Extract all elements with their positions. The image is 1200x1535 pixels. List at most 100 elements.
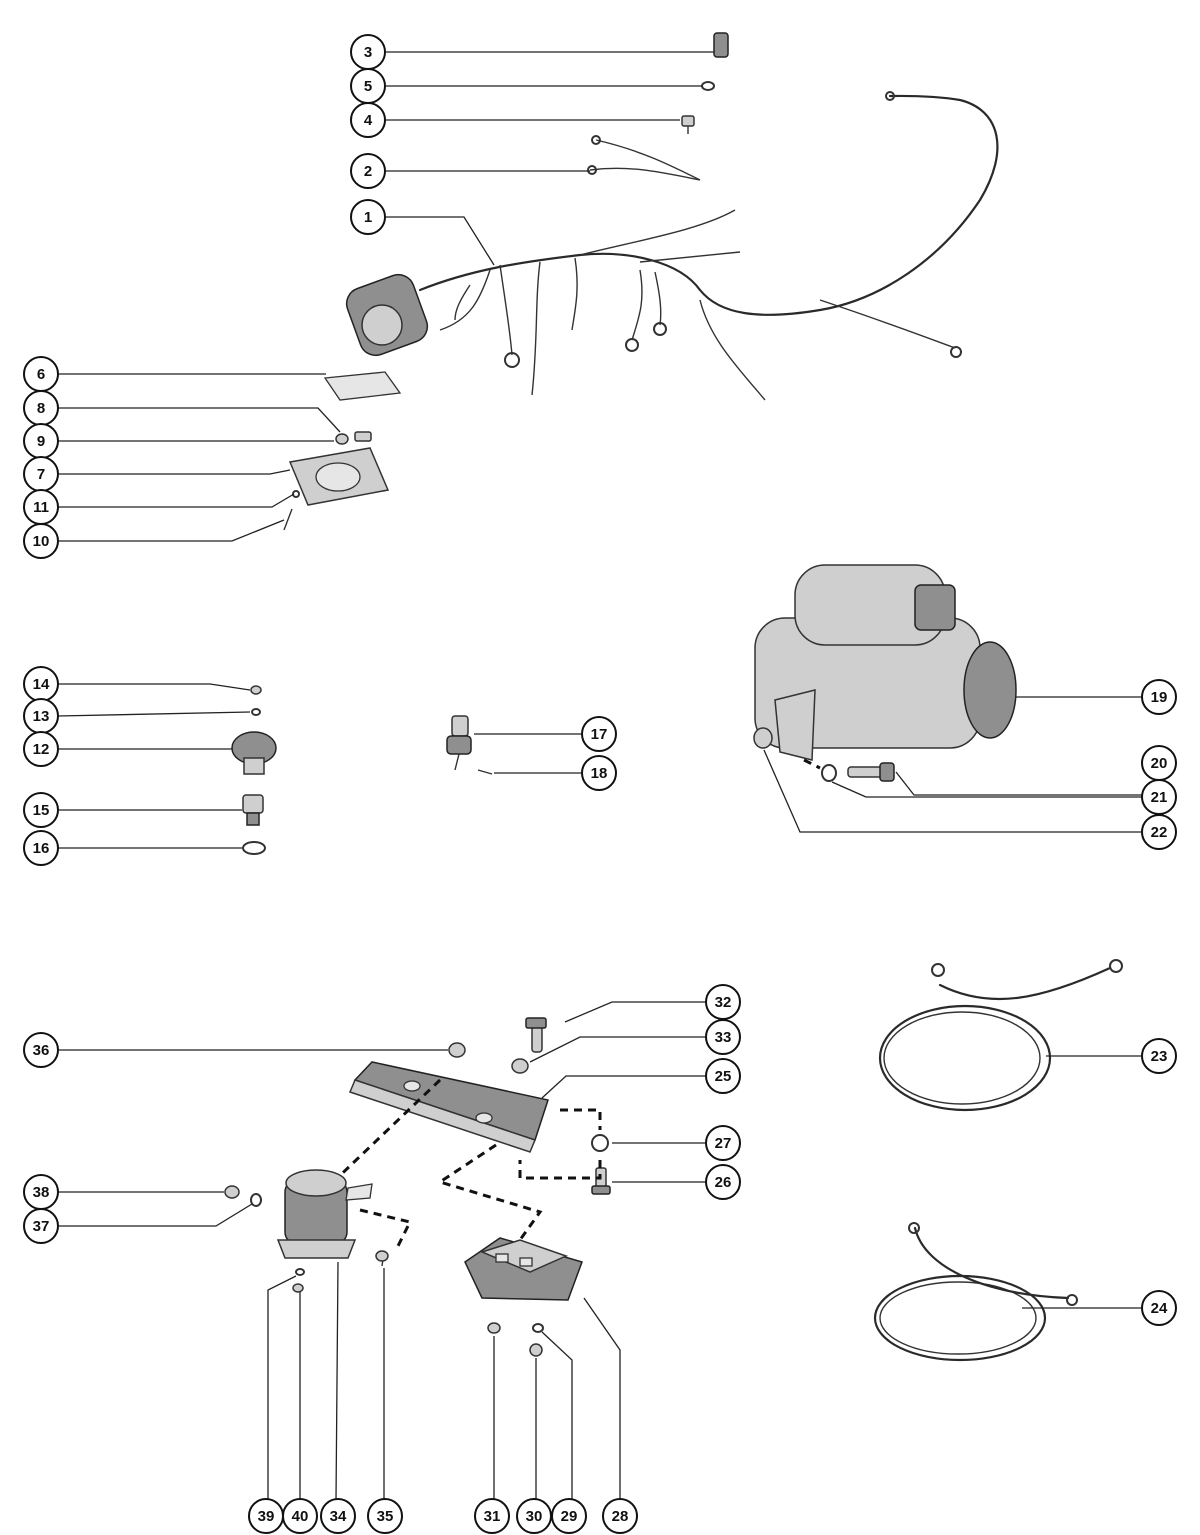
svg-text:8: 8: [37, 400, 45, 417]
svg-text:16: 16: [33, 840, 50, 857]
svg-text:6: 6: [37, 366, 45, 383]
callout-5: 5: [350, 68, 386, 104]
starter-motor-19: [754, 564, 1017, 761]
washer-39: [295, 1268, 305, 1276]
bracket-25: [348, 1061, 549, 1153]
callout-27: 27: [705, 1125, 741, 1161]
svg-text:22: 22: [1151, 824, 1168, 841]
callout-38: 38: [23, 1174, 59, 1210]
nut-36: [448, 1042, 466, 1058]
svg-text:21: 21: [1151, 789, 1168, 806]
callout-4: 4: [350, 102, 386, 138]
nut-9: [335, 433, 349, 445]
callout-37: 37: [23, 1208, 59, 1244]
clip-3: [713, 32, 729, 58]
svg-text:7: 7: [37, 466, 45, 483]
lead-wire-2: [587, 135, 701, 181]
svg-text:26: 26: [715, 1174, 732, 1191]
wiring-harness: [345, 91, 999, 401]
callout-3: 3: [350, 34, 386, 70]
svg-text:19: 19: [1151, 689, 1168, 706]
callout-11: 11: [23, 489, 59, 525]
cable-23: [878, 959, 1123, 1112]
svg-text:24: 24: [1151, 1300, 1168, 1317]
callout-40: 40: [282, 1498, 318, 1534]
leader-lines: [57, 51, 1142, 1501]
svg-text:30: 30: [526, 1508, 543, 1525]
sender-12: [231, 731, 277, 775]
svg-text:17: 17: [591, 726, 608, 743]
callout-32: 32: [705, 984, 741, 1020]
nut-22: [753, 727, 773, 749]
callout-1: 1: [350, 199, 386, 235]
screw-4: [681, 115, 695, 134]
screw-8: [354, 431, 372, 442]
svg-text:33: 33: [715, 1029, 732, 1046]
screw-18: [477, 769, 493, 775]
cable-24: [873, 1222, 1078, 1362]
washer-37: [250, 1193, 262, 1207]
callout-34: 34: [320, 1498, 356, 1534]
callout-13: 13: [23, 698, 59, 734]
callout-6: 6: [23, 356, 59, 392]
callout-9: 9: [23, 423, 59, 459]
switch-17: [446, 715, 472, 771]
svg-text:18: 18: [591, 765, 608, 782]
svg-text:5: 5: [364, 78, 372, 95]
callout-2: 2: [350, 153, 386, 189]
svg-text:40: 40: [292, 1508, 309, 1525]
svg-text:34: 34: [330, 1508, 347, 1525]
callout-29: 29: [551, 1498, 587, 1534]
solenoid-34: [276, 1169, 373, 1259]
callout-21: 21: [1141, 779, 1177, 815]
callout-20: 20: [1141, 745, 1177, 781]
callout-33: 33: [705, 1019, 741, 1055]
svg-text:11: 11: [33, 499, 49, 516]
washer-13: [251, 708, 261, 716]
bolt-20: [847, 762, 895, 782]
svg-text:3: 3: [364, 44, 372, 61]
callout-18: 18: [581, 755, 617, 791]
washer-27: [591, 1134, 609, 1152]
washer-29: [532, 1323, 544, 1333]
terminal-block-28: [464, 1237, 583, 1301]
washer-5: [701, 81, 715, 91]
svg-text:13: 13: [33, 708, 50, 725]
bolt-32: [525, 1017, 547, 1053]
washer-21: [821, 764, 837, 782]
callout-16: 16: [23, 830, 59, 866]
svg-text:39: 39: [258, 1508, 275, 1525]
svg-text:15: 15: [33, 802, 50, 819]
svg-text:32: 32: [715, 994, 732, 1011]
callout-19: 19: [1141, 679, 1177, 715]
callout-10: 10: [23, 523, 59, 559]
callout-17: 17: [581, 716, 617, 752]
callout-26: 26: [705, 1164, 741, 1200]
svg-text:4: 4: [364, 112, 373, 129]
svg-text:35: 35: [377, 1508, 394, 1525]
screw-10: [283, 508, 293, 531]
callout-28: 28: [602, 1498, 638, 1534]
gasket-6: [323, 371, 402, 401]
nut-38: [224, 1185, 240, 1199]
svg-text:25: 25: [715, 1068, 732, 1085]
nut-40: [292, 1283, 304, 1293]
callout-12: 12: [23, 731, 59, 767]
svg-text:20: 20: [1151, 755, 1168, 772]
callout-8: 8: [23, 390, 59, 426]
callout-39: 39: [248, 1498, 284, 1534]
callout-7: 7: [23, 456, 59, 492]
svg-text:9: 9: [37, 433, 45, 450]
svg-text:12: 12: [33, 741, 50, 758]
svg-text:28: 28: [612, 1508, 629, 1525]
svg-text:38: 38: [33, 1184, 50, 1201]
svg-text:37: 37: [33, 1218, 50, 1235]
svg-text:10: 10: [33, 533, 50, 550]
svg-text:14: 14: [33, 676, 50, 693]
callout-24: 24: [1141, 1290, 1177, 1326]
callout-25: 25: [705, 1058, 741, 1094]
svg-text:29: 29: [561, 1508, 578, 1525]
svg-text:23: 23: [1151, 1048, 1168, 1065]
nut-33: [511, 1058, 529, 1074]
